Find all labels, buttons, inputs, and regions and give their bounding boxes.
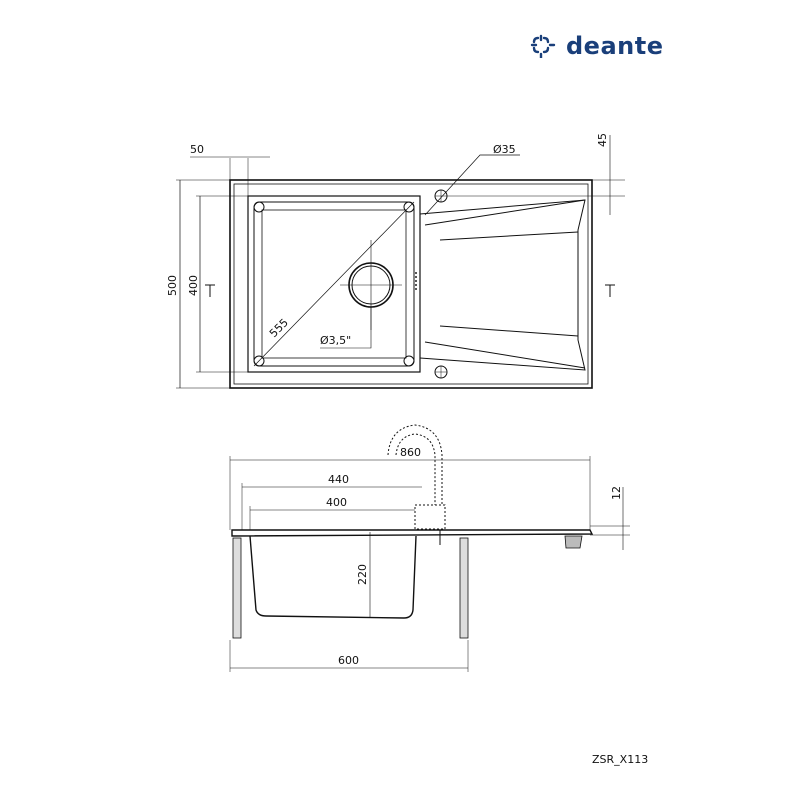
dim-overall-depth: 500 bbox=[166, 275, 179, 296]
dim-bowl-offset: 50 bbox=[190, 143, 204, 156]
product-code: ZSR_X113 bbox=[592, 753, 649, 766]
dim-bowl-depth: 400 bbox=[187, 275, 200, 296]
side-view bbox=[229, 424, 630, 672]
dim-rim-thickness: 12 bbox=[610, 486, 623, 500]
dim-bowl-diagonal: 555 bbox=[267, 316, 291, 340]
dim-drain-diameter: Ø3,5" bbox=[320, 334, 351, 347]
dim-tap-offset: 45 bbox=[596, 133, 609, 147]
deante-logo-icon bbox=[530, 34, 556, 58]
top-view bbox=[176, 135, 625, 389]
brand-name: deante bbox=[566, 32, 664, 60]
dim-overall-width: 860 bbox=[400, 446, 421, 459]
dim-tap-hole-diameter: Ø35 bbox=[493, 143, 516, 156]
dim-bowl-outer-width: 440 bbox=[328, 473, 349, 486]
dim-bowl-inner-width: 400 bbox=[326, 496, 347, 509]
dim-cabinet-width: 600 bbox=[338, 654, 359, 667]
brand-logo: deante bbox=[530, 32, 664, 60]
dim-bowl-height: 220 bbox=[356, 564, 369, 585]
